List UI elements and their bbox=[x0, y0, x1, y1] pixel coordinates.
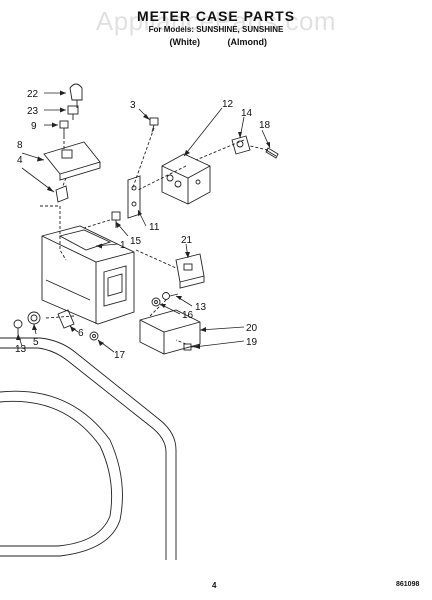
part-4-clip bbox=[55, 185, 69, 203]
callout-23: 23 bbox=[27, 106, 39, 117]
callout-6: 6 bbox=[78, 328, 84, 339]
part-14-switch-actuator bbox=[231, 135, 251, 155]
callout-1: 1 bbox=[120, 240, 126, 251]
part-23 bbox=[67, 105, 79, 120]
variant-almond: (Almond) bbox=[227, 37, 268, 47]
document-code: 861098 bbox=[396, 581, 420, 588]
callout-19: 19 bbox=[246, 337, 258, 348]
part-18-pin bbox=[265, 147, 279, 159]
callout-13-left: 13 bbox=[15, 344, 27, 355]
part-12-switch bbox=[161, 153, 211, 205]
callout-3: 3 bbox=[130, 100, 136, 111]
part-5-seal bbox=[27, 311, 41, 325]
part-15-screw bbox=[111, 211, 121, 228]
part-16-washer bbox=[151, 297, 161, 307]
variant-white: (White) bbox=[169, 37, 200, 47]
callout-11: 11 bbox=[149, 222, 160, 233]
part-3-screw bbox=[149, 117, 159, 133]
part-21-bracket bbox=[175, 253, 205, 289]
callout-16: 16 bbox=[182, 310, 194, 321]
callout-21: 21 bbox=[181, 235, 193, 246]
callout-17: 17 bbox=[114, 350, 126, 361]
part-13-screw-right bbox=[162, 292, 179, 300]
part-22 bbox=[69, 83, 83, 108]
page-title: METER CASE PARTS bbox=[136, 8, 296, 24]
part-17-nut bbox=[89, 331, 99, 341]
callout-8: 8 bbox=[17, 140, 23, 151]
callout-15: 15 bbox=[130, 236, 142, 247]
callout-4: 4 bbox=[17, 155, 23, 166]
model-subtitle: For Models: SUNSHINE, SUNSHINE bbox=[148, 25, 284, 34]
callout-12: 12 bbox=[222, 99, 234, 110]
callout-22: 22 bbox=[27, 89, 39, 100]
callout-14: 14 bbox=[241, 108, 253, 119]
part-8-plate bbox=[43, 141, 101, 181]
callout-20: 20 bbox=[246, 323, 258, 334]
callout-18: 18 bbox=[259, 120, 271, 131]
washer-top-outline bbox=[0, 337, 177, 560]
callout-9: 9 bbox=[31, 121, 37, 132]
part-13-screw-left bbox=[13, 319, 23, 334]
part-1-meter-case bbox=[41, 225, 135, 325]
watermark: ApplianceParts.com bbox=[95, 6, 337, 36]
callout-5: 5 bbox=[33, 337, 39, 348]
callout-13-right: 13 bbox=[195, 302, 207, 313]
part-9-screw bbox=[59, 120, 69, 136]
color-variants: (White) (Almond) bbox=[0, 37, 432, 47]
page-number: 4 bbox=[212, 581, 217, 590]
part-6-bushing bbox=[57, 309, 75, 329]
